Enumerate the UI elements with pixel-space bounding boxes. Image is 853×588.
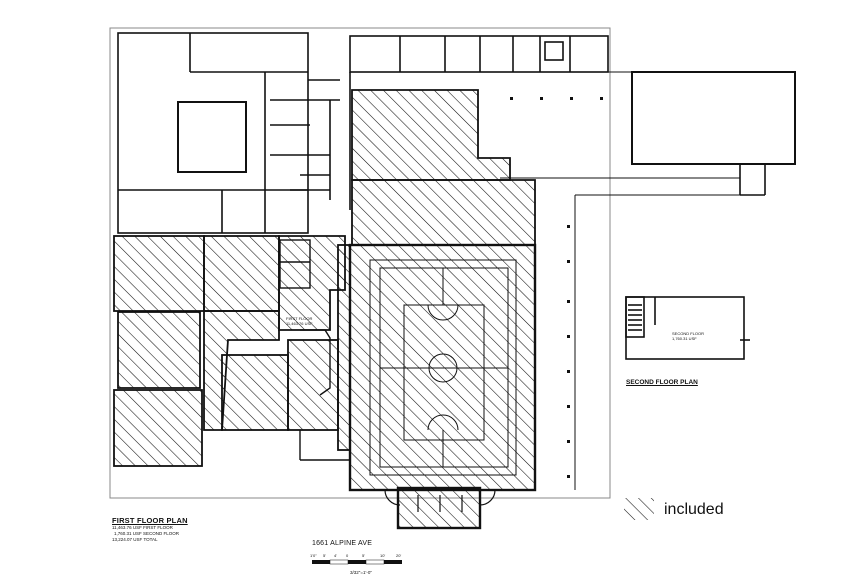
east-wing bbox=[480, 71, 796, 490]
included-classroom-w1 bbox=[113, 235, 205, 312]
second-floor-plan bbox=[625, 296, 750, 360]
scale-note: 3/32"=1'-0" bbox=[350, 570, 372, 575]
north-rooms bbox=[270, 35, 609, 210]
scale-tick-2: 4' bbox=[334, 553, 337, 558]
site-outline bbox=[109, 27, 611, 499]
included-classroom-w3 bbox=[117, 311, 201, 389]
included-lobby bbox=[337, 244, 351, 451]
scale-tick-5: 10' bbox=[380, 553, 386, 558]
area-first-floor: 11,463.76 USF FIRST FLOOR bbox=[112, 525, 173, 530]
scale-tick-6: 20' bbox=[396, 553, 402, 558]
basketball-court bbox=[369, 259, 517, 476]
included-entry-south bbox=[396, 486, 482, 530]
stair-note: FIRST FLOOR 11,463.76 USF bbox=[286, 316, 313, 326]
scale-bar bbox=[312, 559, 402, 565]
second-floor-room-note: SECOND FLOOR 1,760.31 USF bbox=[672, 331, 705, 341]
legend-swatch bbox=[624, 498, 654, 520]
included-room-north bbox=[351, 89, 511, 181]
included-classroom-w4 bbox=[113, 389, 203, 467]
address-label: 1661 ALPINE AVE bbox=[312, 540, 373, 547]
second-floor-title: SECOND FLOOR PLAN bbox=[626, 379, 698, 386]
area-second-floor: 1,760.31 USF SECOND FLOOR bbox=[114, 531, 180, 536]
first-floor-title: FIRST FLOOR PLAN bbox=[112, 516, 188, 525]
scale-tick-3: 0 bbox=[346, 553, 349, 558]
scale-tick-4: 5' bbox=[362, 553, 365, 558]
included-classroom-w2 bbox=[203, 235, 280, 312]
included-areas bbox=[113, 89, 537, 530]
interior-walls bbox=[279, 239, 350, 461]
included-hall bbox=[351, 179, 536, 246]
northwest-wing bbox=[117, 32, 309, 234]
scale-tick-0: 1'0" bbox=[310, 553, 317, 558]
legend-label: included bbox=[664, 501, 724, 518]
entry-doors bbox=[384, 489, 496, 512]
included-classroom-c1 bbox=[221, 354, 289, 431]
area-total: 13,224.07 USF TOTAL bbox=[112, 537, 158, 542]
corridor-columns bbox=[510, 97, 603, 478]
scale-tick-1: 5' bbox=[323, 553, 326, 558]
